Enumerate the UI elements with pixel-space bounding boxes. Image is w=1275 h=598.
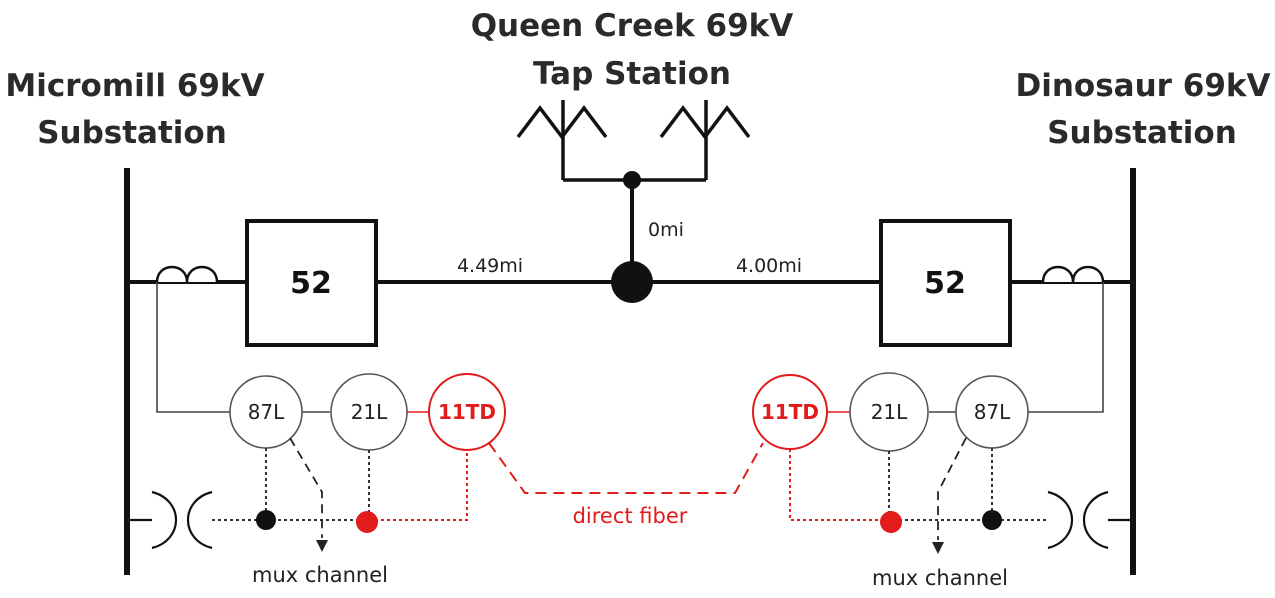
title-right: Dinosaur 69kV Substation	[1016, 68, 1271, 151]
breaker-right-label: 52	[924, 266, 966, 301]
title-left-line2: Substation	[37, 115, 227, 151]
coupler-left-icon	[127, 490, 213, 550]
distance-left: 4.49mi	[457, 255, 523, 277]
load-left-icon	[516, 105, 608, 140]
title-right-line1: Dinosaur 69kV	[1016, 68, 1271, 104]
breaker-right: 52	[879, 219, 1012, 347]
mux-left-arrow-icon	[316, 540, 328, 552]
tap-node-small	[623, 171, 641, 189]
tap-node-large	[611, 261, 653, 303]
relay-21l-right-label: 21L	[871, 400, 908, 424]
direct-fiber-label: direct fiber	[573, 504, 688, 528]
ct-right-wiring	[1028, 282, 1104, 413]
relay-21l-left: 21L	[330, 373, 408, 451]
relay-11td-left-circle	[428, 373, 506, 451]
direct-fiber-link	[488, 442, 764, 494]
mux-left-label: mux channel	[252, 563, 388, 587]
mux-right-label: mux channel	[872, 566, 1008, 590]
ct-left-icon	[155, 265, 219, 283]
tap-station	[516, 100, 751, 303]
comm-right-fiber-drop	[789, 449, 889, 521]
mux-right-arrow-line	[937, 437, 967, 540]
breaker-left: 52	[245, 219, 378, 347]
title-right-line2: Substation	[1047, 115, 1237, 151]
relay-11td-left: 11TD	[428, 373, 506, 451]
relay-11td-left-label: 11TD	[438, 400, 496, 424]
relay-87l-right-label: 87L	[974, 400, 1011, 424]
mux-right-arrow-icon	[932, 542, 944, 554]
distance-right: 4.00mi	[736, 255, 802, 277]
relay-21l-left-label: 21L	[351, 400, 388, 424]
breaker-left-label: 52	[290, 266, 332, 301]
breaker-left-box	[245, 219, 378, 347]
coupler-right-icon	[1047, 490, 1133, 550]
title-left: Micromill 69kV Substation	[5, 68, 264, 151]
title-center-line2: Tap Station	[533, 56, 731, 92]
mux-left-arrow-line	[289, 437, 323, 538]
relay-11td-right: 11TD	[752, 374, 828, 450]
relay-87l-left-label: 87L	[248, 400, 285, 424]
junction-right-red	[880, 511, 902, 533]
title-center: Queen Creek 69kV Tap Station	[471, 8, 794, 92]
title-center-line1: Queen Creek 69kV	[471, 8, 794, 44]
ct-right-icon	[1041, 265, 1105, 283]
relay-11td-right-label: 11TD	[761, 400, 819, 424]
comm-left-fiber-drop	[369, 450, 468, 521]
junction-left-red	[356, 511, 378, 533]
load-right-icon	[659, 105, 751, 140]
relay-21l-right: 21L	[849, 372, 929, 452]
junction-left-black	[256, 510, 276, 530]
relay-87l-left: 87L	[229, 375, 303, 449]
relay-87l-right: 87L	[955, 375, 1029, 449]
breaker-right-box	[879, 219, 1012, 347]
title-left-line1: Micromill 69kV	[5, 68, 264, 104]
ct-left-wiring	[156, 282, 231, 413]
junction-right-black	[982, 510, 1002, 530]
distance-tap: 0mi	[648, 219, 684, 241]
